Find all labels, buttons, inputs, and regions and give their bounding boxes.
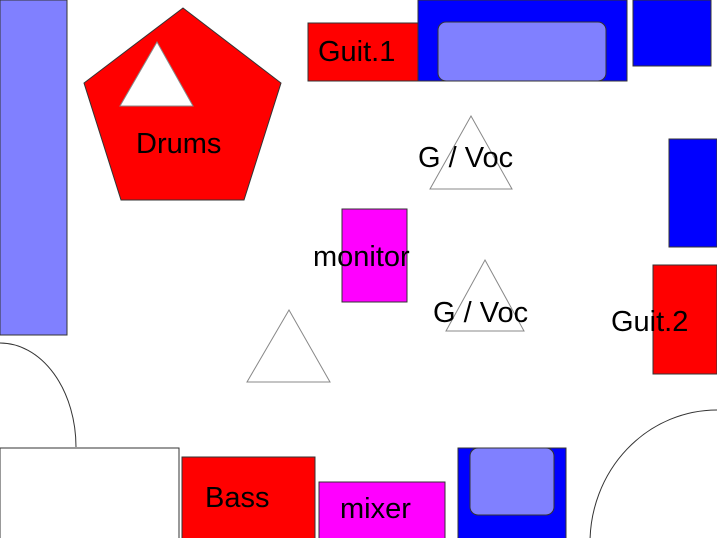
bottom-speaker-cone xyxy=(469,447,555,516)
bottom-right-door-arc xyxy=(589,409,717,538)
bass-label: Bass xyxy=(205,482,270,514)
bottom-left-block xyxy=(0,447,180,538)
vocal-mid-label: G / Voc xyxy=(433,297,529,329)
bass-amp xyxy=(181,456,316,538)
bass-position-triangle xyxy=(246,308,331,383)
mixer-label: mixer xyxy=(340,493,411,525)
monitor-wedge xyxy=(341,208,408,303)
mixer-desk xyxy=(318,481,446,538)
guitar2-amp xyxy=(652,264,717,375)
left-wall xyxy=(0,0,68,336)
guitar2-label: Guit.2 xyxy=(611,306,689,338)
vocal-position-mid-triangle xyxy=(445,258,525,332)
vocal-position-top-triangle xyxy=(429,114,513,190)
guitar1-label: Guit.1 xyxy=(318,36,396,68)
top-right-speaker xyxy=(632,0,712,67)
guitar1-amp xyxy=(307,22,420,82)
right-speaker xyxy=(668,138,717,248)
drummer-position-triangle xyxy=(119,40,194,107)
left-door-arc xyxy=(0,342,77,448)
top-speaker-cone xyxy=(437,21,607,82)
monitor-label: monitor xyxy=(313,241,410,273)
vocal-top-label: G / Voc xyxy=(418,142,514,174)
drums-label: Drums xyxy=(136,128,222,160)
